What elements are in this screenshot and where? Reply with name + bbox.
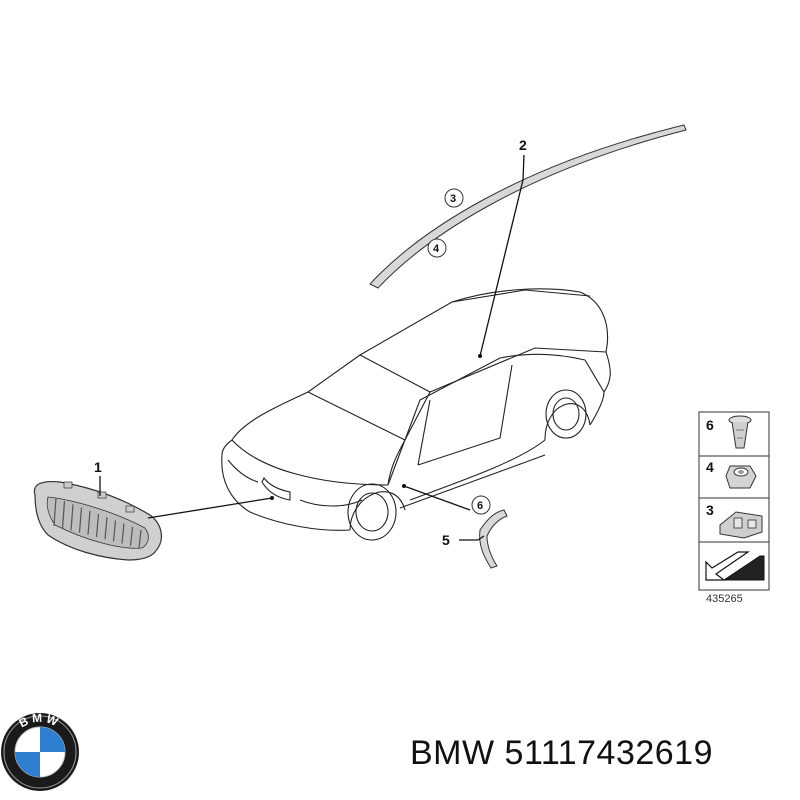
grille-bar <box>95 513 100 538</box>
grille-bar <box>78 507 83 533</box>
brand-part-number-line: BMW 51117432619 <box>410 734 713 773</box>
arrow-cut-icon <box>704 548 765 584</box>
grille-bar <box>129 526 134 546</box>
circled-callout-6: 6 <box>471 495 491 515</box>
legend-row-number: 4 <box>706 459 714 475</box>
diagram-reference-code: 435265 <box>706 593 743 605</box>
grille-bar <box>70 504 74 531</box>
trim-clip-icon <box>719 511 763 539</box>
grille-bar <box>53 497 57 527</box>
callout-2: 2 <box>519 137 527 153</box>
kidney-grille-part <box>33 480 163 561</box>
push-clip-icon <box>728 415 752 449</box>
fastener-legend: 6 4 3 <box>698 411 770 591</box>
roof-trim-strip <box>369 124 687 289</box>
circled-callout-3: 3 <box>444 188 464 208</box>
callout-1: 1 <box>94 459 102 475</box>
brand-name: BMW <box>410 734 495 772</box>
svg-text:BMW: BMW <box>17 711 63 731</box>
circled-callout-4: 4 <box>427 238 447 258</box>
car-outline <box>221 288 611 541</box>
grille-bar <box>87 510 91 535</box>
clip-nut-icon <box>725 465 757 489</box>
side-trim-part <box>479 509 508 569</box>
svg-text:3: 3 <box>450 193 456 205</box>
grille-bar <box>61 501 66 529</box>
grille-bar <box>112 520 117 542</box>
legend-row-number: 3 <box>706 502 714 518</box>
svg-text:4: 4 <box>433 243 440 255</box>
grille-bar <box>138 529 142 549</box>
grille-bar <box>121 523 125 544</box>
part-number: 51117432619 <box>504 734 714 772</box>
bmw-logo: BMW <box>1 711 79 791</box>
svg-text:6: 6 <box>477 500 483 512</box>
leader-lines <box>99 154 525 541</box>
callout-5: 5 <box>442 532 450 548</box>
grille-bar <box>104 517 108 540</box>
legend-row-number: 6 <box>706 417 714 433</box>
